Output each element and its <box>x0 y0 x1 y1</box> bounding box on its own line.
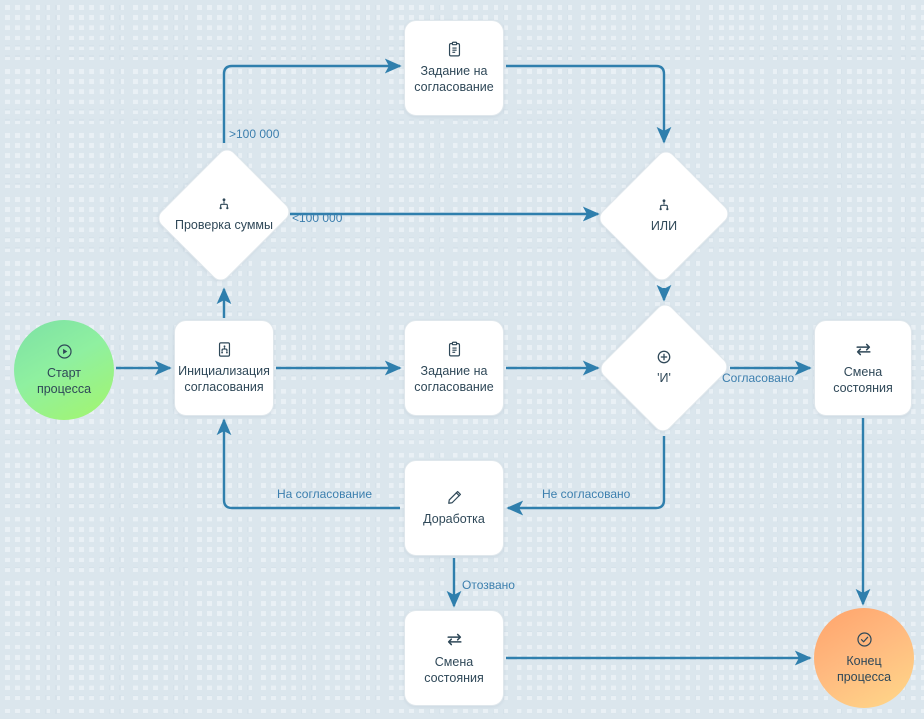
node-end-process[interactable]: Конец процесса <box>814 608 914 708</box>
node-rework[interactable]: Доработка <box>404 460 504 556</box>
plus-circle-icon <box>656 349 672 365</box>
node-task-approval-mid[interactable]: Задание на согласование <box>404 320 504 416</box>
hierarchy-doc-icon <box>216 341 233 358</box>
swap-icon <box>854 340 873 359</box>
node-label: Задание на согласование <box>414 63 494 94</box>
edge-tasktop-or <box>506 64 672 144</box>
node-label: Смена состояния <box>833 364 893 395</box>
node-label: Инициализация согласования <box>178 363 270 394</box>
pencil-icon <box>446 489 463 506</box>
fork-icon <box>216 196 232 212</box>
check-circle-icon <box>856 631 873 648</box>
node-task-approval-top[interactable]: Задание на согласование <box>404 20 504 116</box>
node-label: Конец процесса <box>836 653 892 684</box>
node-state-change-right[interactable]: Смена состояния <box>814 320 912 416</box>
node-label: 'И' <box>657 371 671 386</box>
node-label: Доработка <box>423 511 485 526</box>
clipboard-icon <box>446 341 463 358</box>
node-gateway-and[interactable]: 'И' <box>596 300 732 436</box>
node-label: Задание на согласование <box>414 363 494 394</box>
node-gateway-check-sum[interactable]: Проверка суммы <box>154 145 294 285</box>
node-gateway-or[interactable]: ИЛИ <box>595 147 733 285</box>
edge-label-gt: >100 000 <box>229 127 280 141</box>
edge-label-to-approval: На согласование <box>277 487 372 501</box>
node-label: Проверка суммы <box>175 218 273 233</box>
play-circle-icon <box>56 343 73 360</box>
fork-icon <box>656 197 672 213</box>
node-start-process[interactable]: Старт процесса <box>14 320 114 420</box>
edge-label-withdrawn: Отозвано <box>462 578 515 592</box>
edge-label-lt: <100 000 <box>292 211 343 225</box>
node-label: Старт процесса <box>36 365 92 396</box>
clipboard-icon <box>446 41 463 58</box>
node-state-change-bottom[interactable]: Смена состояния <box>404 610 504 706</box>
swap-icon <box>445 630 464 649</box>
edge-label-approved: Согласовано <box>722 371 795 385</box>
node-init-approval[interactable]: Инициализация согласования <box>174 320 274 416</box>
node-label: ИЛИ <box>650 219 678 234</box>
edge-label-not-approved: Не согласовано <box>542 487 631 501</box>
node-label: Смена состояния <box>424 654 484 685</box>
